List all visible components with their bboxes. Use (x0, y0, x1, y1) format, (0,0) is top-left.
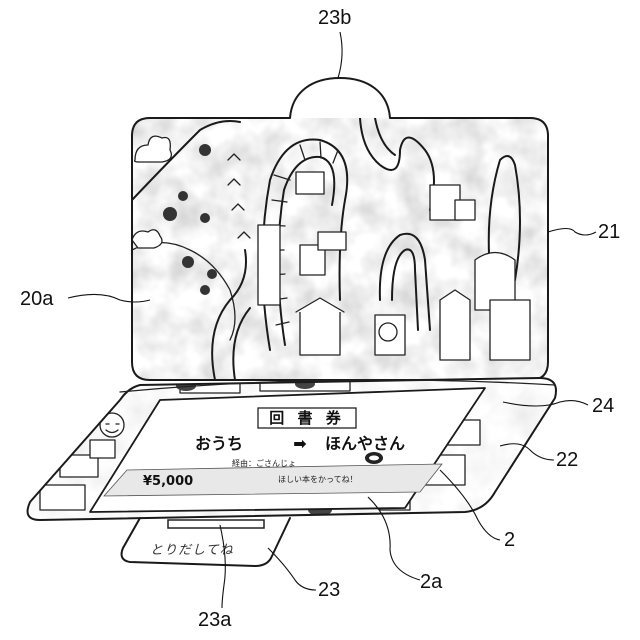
ticket-price: ¥5,000 (143, 474, 193, 489)
ticket-note: ほしい本をかってね！ (278, 474, 358, 484)
pull-tab-23: とりだしてね (122, 518, 290, 566)
ticket-from: おうち (195, 434, 243, 453)
ref-20a: 20a (20, 288, 54, 310)
ticket-title: 回 書 券 (269, 409, 344, 427)
ref-23b: 23b (318, 7, 351, 29)
ticket-via: 経由：ごさんじょ (232, 458, 296, 468)
ref-21: 21 (598, 221, 620, 243)
ticket-to: ほんやさん (325, 434, 405, 453)
ref-2a: 2a (420, 571, 443, 593)
ref-2: 2 (504, 529, 515, 551)
ref-23: 23 (318, 579, 340, 601)
slit-23a (168, 520, 264, 528)
tab-label: とりだしてね (150, 543, 234, 558)
ticket-stamp-icon (365, 452, 383, 464)
back-panel-21 (132, 118, 548, 380)
ref-22: 22 (556, 449, 578, 471)
ref-23a: 23a (198, 609, 232, 631)
ref-24: 24 (592, 395, 614, 417)
ticket-arrow: ➡ (293, 434, 306, 453)
tab-23b (290, 78, 390, 118)
